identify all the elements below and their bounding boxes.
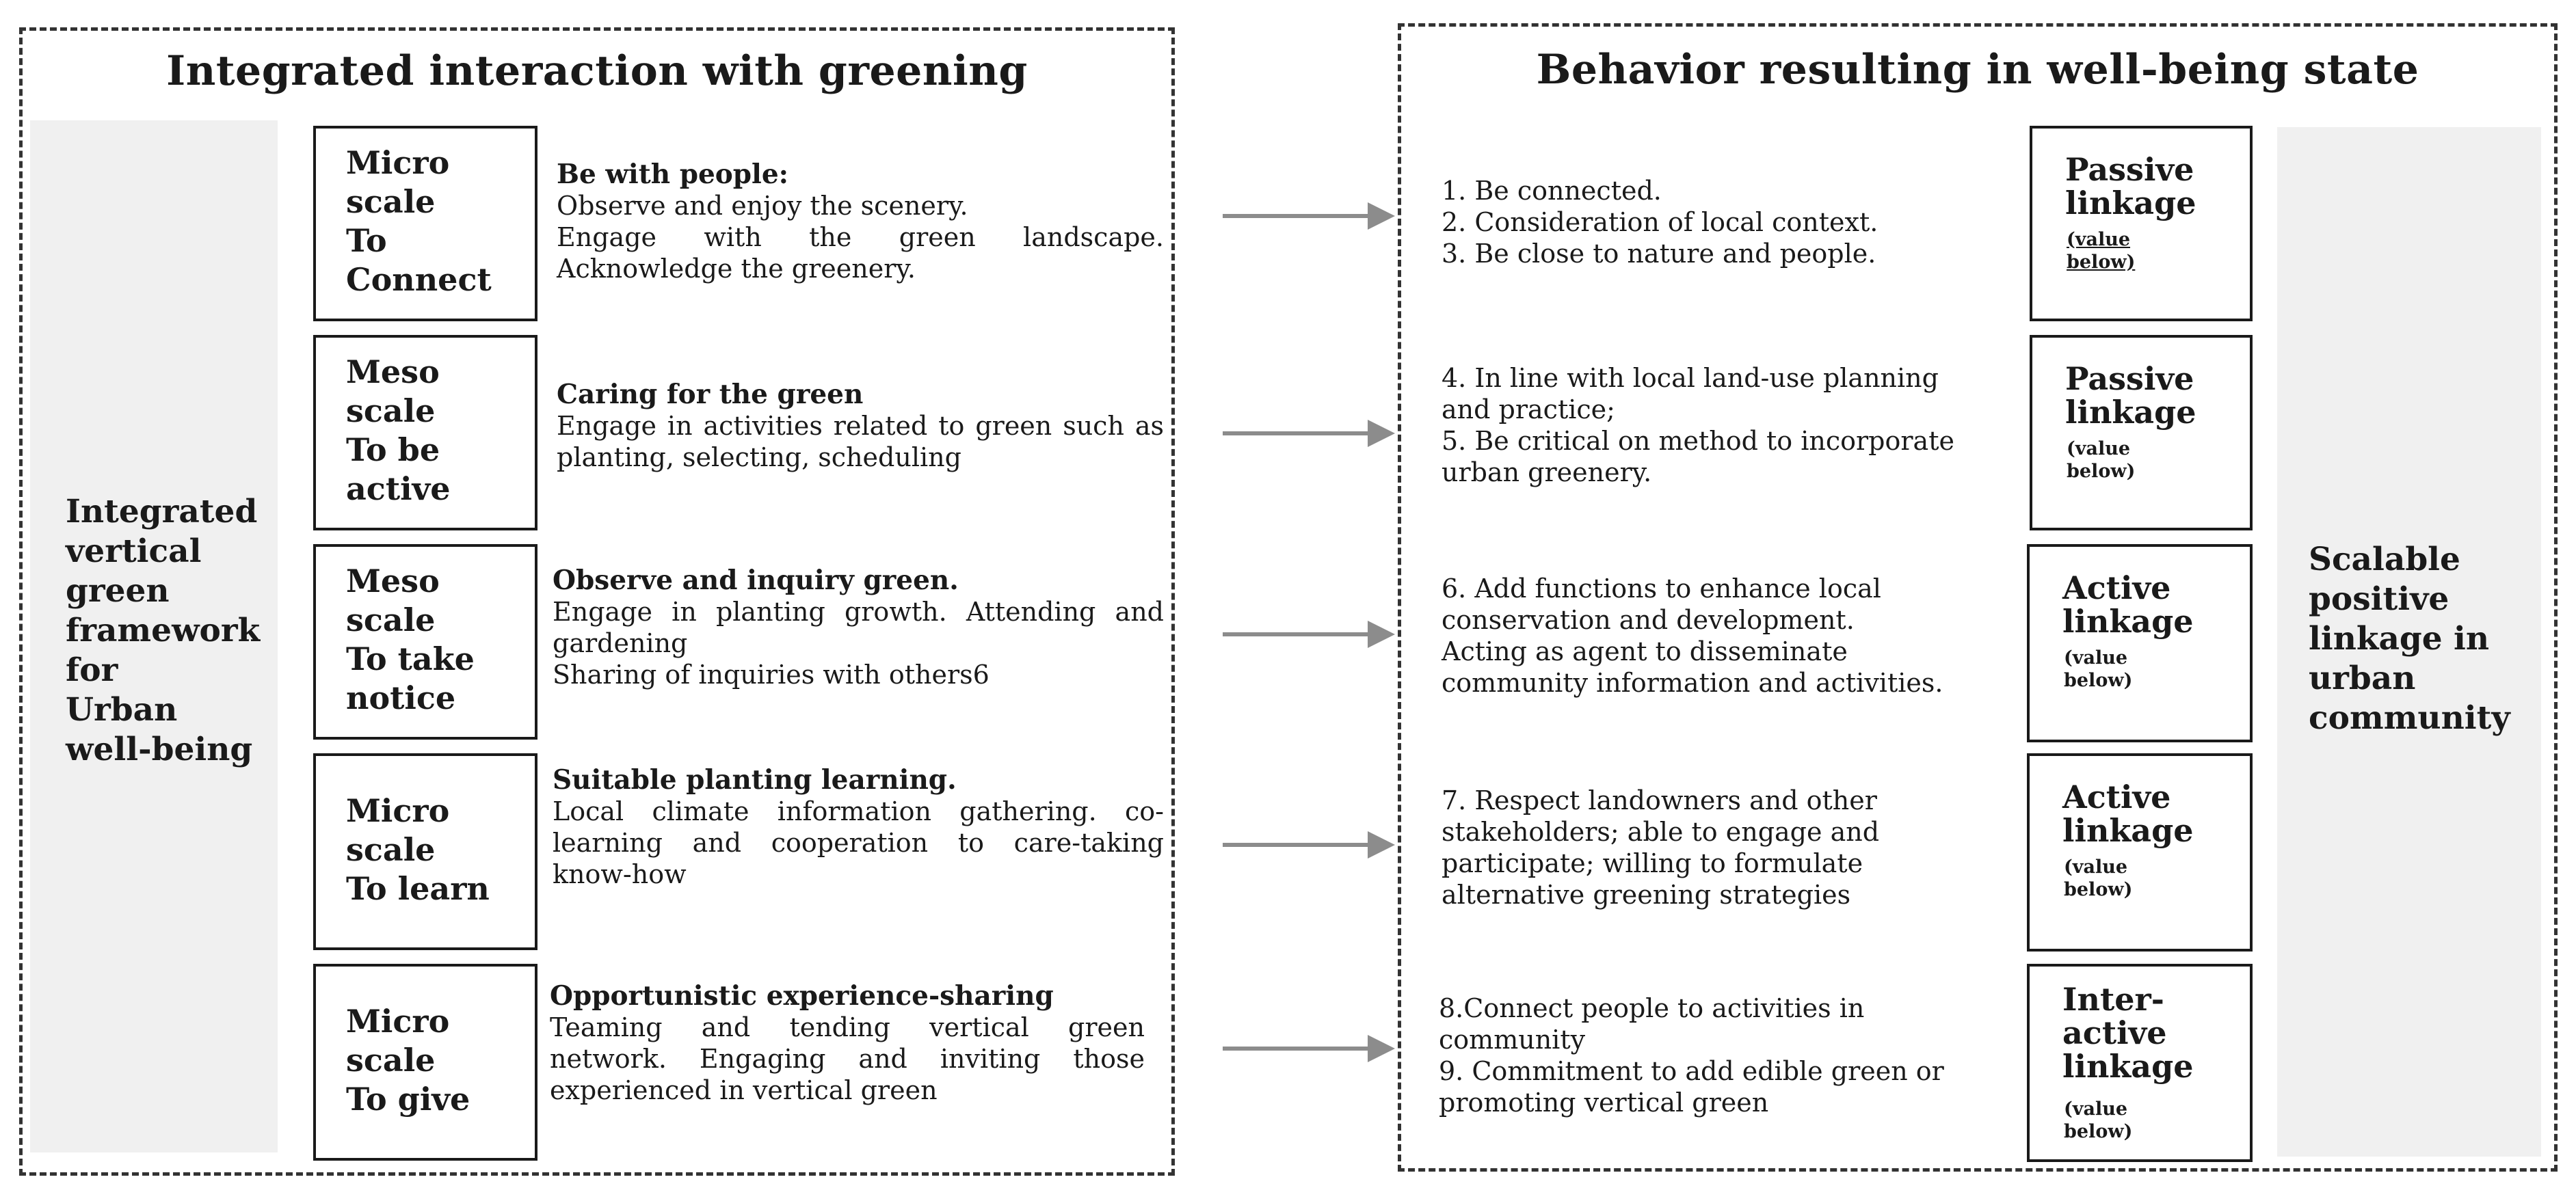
interaction-desc-1: Be with people: Observe and enjoy the sc… [557, 159, 1164, 284]
interaction-heading-1: Be with people: [557, 159, 789, 190]
left-side-bar [30, 120, 278, 1152]
left-panel: Integrated interaction with greening [19, 27, 1175, 1176]
interaction-heading-2: Caring for the green [557, 379, 864, 410]
linkage-label-2: Passive linkage [2065, 360, 2196, 431]
arrow-head-4 [1368, 831, 1395, 859]
scale-box-1: Micro scale To Connect [313, 126, 537, 321]
interaction-heading-5: Opportunistic experience-sharing [550, 980, 1054, 1012]
interaction-desc-2: Caring for the green Engage in activitie… [557, 379, 1164, 472]
linkage-note-2: (value below) [2067, 438, 2136, 482]
scale-box-2: Meso scale To be active [313, 335, 537, 530]
left-side-label: Integrated vertical green framework for … [66, 493, 261, 768]
arrow-head-2 [1368, 420, 1395, 447]
linkage-note-1: (value below) [2067, 229, 2136, 273]
linkage-note-3: (value below) [2064, 647, 2133, 691]
interaction-heading-3: Observe and inquiry green. [553, 565, 959, 596]
interaction-heading-4: Suitable planting learning. [553, 764, 957, 796]
linkage-box-5: Inter- active linkage (value below) [2027, 964, 2253, 1162]
scale-label-2: Meso scale To be active [346, 353, 451, 507]
interaction-desc-3: Observe and inquiry green. Engage in pla… [553, 565, 1164, 690]
behavior-list-3: 6. Add functions to enhance local conser… [1442, 573, 1943, 698]
interaction-desc-4: Suitable planting learning. Local climat… [553, 764, 1164, 889]
left-panel-title: Integrated interaction with greening [166, 47, 1028, 95]
linkage-label-4: Active linkage [2062, 779, 2194, 849]
linkage-box-3: Active linkage (value below) [2027, 544, 2253, 742]
behavior-list-4: 7. Respect landowners and other stakehol… [1442, 785, 1880, 910]
behavior-list-1: 1. Be connected. 2. Consideration of loc… [1442, 176, 1878, 269]
right-panel: Behavior resulting in well-being state [1398, 23, 2558, 1172]
linkage-box-1: Passive linkage (value below) [2030, 126, 2253, 321]
behavior-list-2: 4. In line with local land-use planning … [1442, 363, 1954, 487]
scale-label-3: Meso scale To take notice [346, 563, 475, 716]
scale-box-3: Meso scale To take notice [313, 544, 537, 740]
linkage-note-5: (value below) [2064, 1098, 2133, 1142]
right-side-bar [2277, 127, 2541, 1157]
linkage-box-4: Active linkage (value below) [2027, 753, 2253, 952]
linkage-label-3: Active linkage [2062, 569, 2194, 640]
linkage-note-4: (value below) [2064, 856, 2133, 900]
scale-label-1: Micro scale To Connect [346, 144, 492, 298]
arrow-head-3 [1368, 621, 1395, 648]
linkage-box-2: Passive linkage (value below) [2030, 335, 2253, 530]
interaction-desc-5: Opportunistic experience-sharing Teaming… [550, 980, 1145, 1105]
arrow-head-1 [1368, 202, 1395, 230]
scale-box-4: Micro scale To learn [313, 753, 537, 950]
scale-label-5: Micro scale To give [346, 1003, 470, 1118]
scale-box-5: Micro scale To give [313, 964, 537, 1161]
linkage-label-5: Inter- active linkage [2062, 981, 2194, 1085]
linkage-label-1: Passive linkage [2065, 151, 2196, 221]
behavior-list-5: 8.Connect people to activities in commun… [1439, 993, 1944, 1118]
arrow-head-5 [1368, 1035, 1395, 1062]
right-side-label: Scalable positive linkage in urban commu… [2309, 541, 2510, 737]
scale-label-4: Micro scale To learn [346, 792, 490, 907]
right-panel-title: Behavior resulting in well-being state [1536, 46, 2419, 94]
